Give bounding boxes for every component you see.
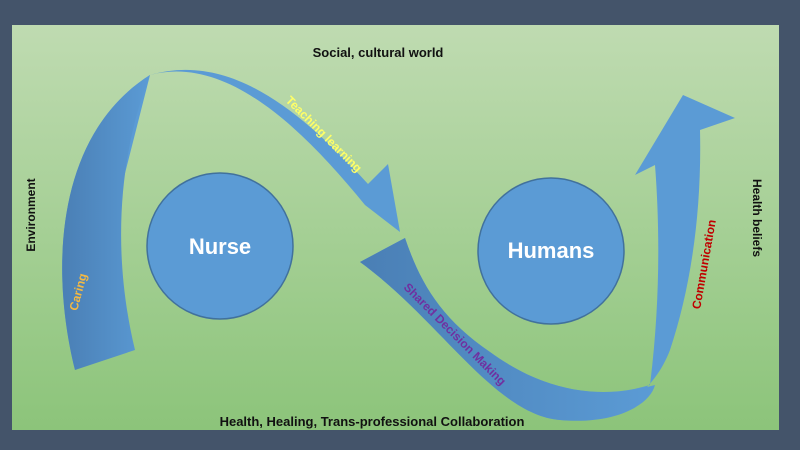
- left-edge-label: Environment: [24, 178, 38, 251]
- caring-teaching-arrow: [62, 69, 401, 371]
- shared-arrow-shaded: [360, 238, 655, 421]
- nurse-label: Nurse: [189, 234, 251, 259]
- bottom-edge-label: Health, Healing, Trans-professional Coll…: [220, 414, 525, 429]
- nurse-circle: [146, 172, 294, 320]
- top-edge-label: Social, cultural world: [313, 45, 444, 60]
- nurse-node: Nurse: [146, 172, 294, 320]
- caring-arrow-shaded: [62, 75, 150, 370]
- humans-circle: [477, 177, 625, 325]
- right-edge-label: Health beliefs: [750, 179, 764, 257]
- humans-label: Humans: [508, 238, 595, 263]
- humans-node: Humans: [477, 177, 625, 325]
